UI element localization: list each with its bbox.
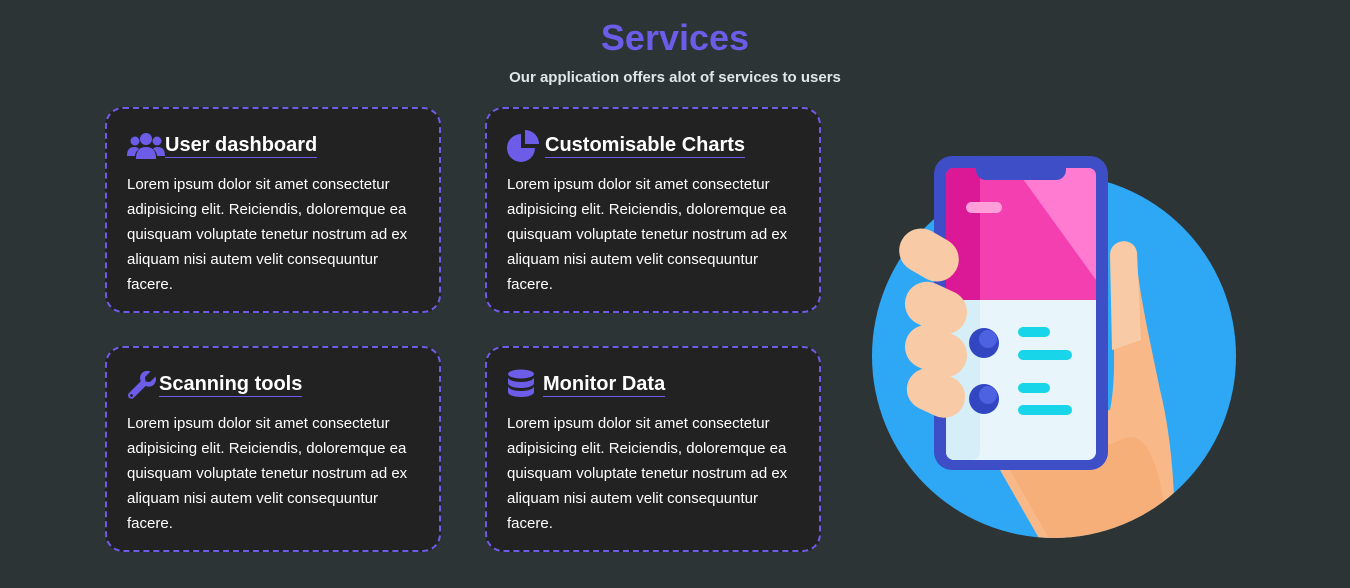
users-icon <box>127 131 165 161</box>
database-icon <box>507 369 543 400</box>
card-description: Lorem ipsum dolor sit amet consectetur a… <box>127 415 408 532</box>
pie-chart-icon <box>507 130 545 162</box>
card-description: Lorem ipsum dolor sit amet consectetur a… <box>127 176 408 293</box>
card-title: Scanning tools <box>159 373 303 397</box>
section-subtitle: Our application offers alot of services … <box>509 69 841 86</box>
card-description: Lorem ipsum dolor sit amet consectetur a… <box>507 415 788 532</box>
service-card-customisable-charts: Customisable Charts Lorem ipsum dolor si… <box>485 107 821 313</box>
service-card-scanning-tools: Scanning tools Lorem ipsum dolor sit ame… <box>105 346 441 552</box>
card-title: User dashboard <box>165 134 318 158</box>
service-card-monitor-data: Monitor Data Lorem ipsum dolor sit amet … <box>485 346 821 552</box>
section-title: Services <box>600 17 750 58</box>
card-title: Customisable Charts <box>545 134 746 158</box>
service-card-user-dashboard: User dashboard Lorem ipsum dolor sit ame… <box>105 107 441 313</box>
wrench-icon <box>127 370 159 400</box>
card-title: Monitor Data <box>543 373 666 397</box>
hand-holding-phone-illustration <box>872 150 1242 545</box>
card-description: Lorem ipsum dolor sit amet consectetur a… <box>507 176 788 293</box>
